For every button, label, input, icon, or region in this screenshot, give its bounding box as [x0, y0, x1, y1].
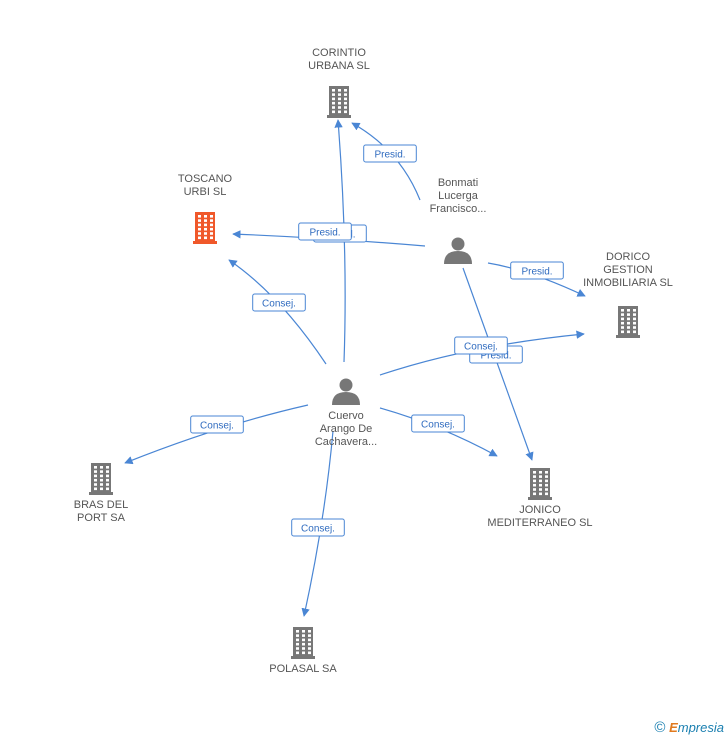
edge-label-text: Presid.	[309, 228, 340, 239]
person-icon	[332, 378, 360, 405]
edge-label-text: Presid.	[480, 351, 511, 362]
brand-initial: E	[669, 720, 678, 735]
node-polasal[interactable]: POLASAL SA	[269, 627, 337, 675]
node-label-line: TOSCANO	[178, 173, 233, 185]
node-label-line: INMOBILIARIA SL	[583, 277, 673, 289]
edge-label[interactable]: Consej.	[454, 336, 508, 355]
building-icon	[616, 306, 640, 338]
node-label-line: Lucerga	[438, 190, 479, 202]
edge-label[interactable]: Presid.	[298, 222, 352, 241]
node-label-line: DORICO	[606, 251, 650, 263]
person-icon	[444, 237, 472, 264]
edge-cuervo-to-toscano	[228, 259, 327, 365]
edge-label[interactable]: Consej.	[252, 293, 306, 312]
edge-label-text: Consej.	[421, 420, 455, 431]
edge-label-box	[411, 414, 465, 433]
edge-label-text: Consej.	[200, 421, 234, 432]
node-label-line: CORINTIO	[312, 47, 366, 59]
edge-label-box	[298, 222, 352, 241]
node-label-line: Arango De	[320, 423, 373, 435]
node-label: POLASAL SA	[269, 663, 337, 675]
edge-label[interactable]: Consej.	[291, 518, 345, 537]
node-label-line: PORT SA	[77, 512, 126, 524]
node-label-line: MEDITERRANEO SL	[487, 517, 592, 529]
edge-label-box	[252, 293, 306, 312]
building-icon	[327, 86, 351, 118]
node-label-line: Bonmati	[438, 177, 478, 189]
edge-label-text: Presid.	[374, 150, 405, 161]
edge-label-text: Consej.	[464, 342, 498, 353]
copyright-symbol: ©	[654, 719, 666, 736]
edge-label-text: Consej.	[301, 524, 335, 535]
edge-label-box	[363, 144, 417, 163]
edge-label[interactable]: Presid.	[510, 261, 564, 280]
building-icon	[291, 627, 315, 659]
edge-label[interactable]: Presid.	[363, 144, 417, 163]
node-label-line: Francisco...	[430, 203, 487, 215]
node-label-line: BRAS DEL	[74, 499, 128, 511]
node-label-line: POLASAL SA	[269, 663, 337, 675]
node-label-line: GESTION	[603, 264, 653, 276]
node-label-line: Cuervo	[328, 410, 363, 422]
edge-cuervo-to-bras	[124, 404, 309, 465]
building-icon	[193, 212, 217, 244]
empresia-watermark: © Empresia	[654, 719, 724, 736]
edge-cuervo-to-corintio	[334, 119, 346, 363]
building-icon	[528, 468, 552, 500]
brand-name: mpresia	[677, 720, 724, 735]
edge-label[interactable]: Consej.	[411, 414, 465, 433]
edge-label[interactable]: Consej.	[190, 415, 244, 434]
node-label-line: JONICO	[519, 504, 561, 516]
building-icon	[89, 463, 113, 495]
edge-label-box	[454, 336, 508, 355]
node-label-line: Cachavera...	[315, 436, 377, 448]
edge-label-box	[291, 518, 345, 537]
node-label-line: URBANA SL	[308, 60, 370, 72]
edge-label-text: Consej.	[262, 299, 296, 310]
edge-label-text: Presid.	[521, 267, 552, 278]
edge-label-box	[190, 415, 244, 434]
node-label-line: URBI SL	[184, 186, 227, 198]
edge-bonmati-to-jonico	[462, 267, 534, 461]
edge-labels-layer: Presid.Presid.Presid.Presid.Presid.Conse…	[190, 144, 564, 537]
edge-label-box	[510, 261, 564, 280]
